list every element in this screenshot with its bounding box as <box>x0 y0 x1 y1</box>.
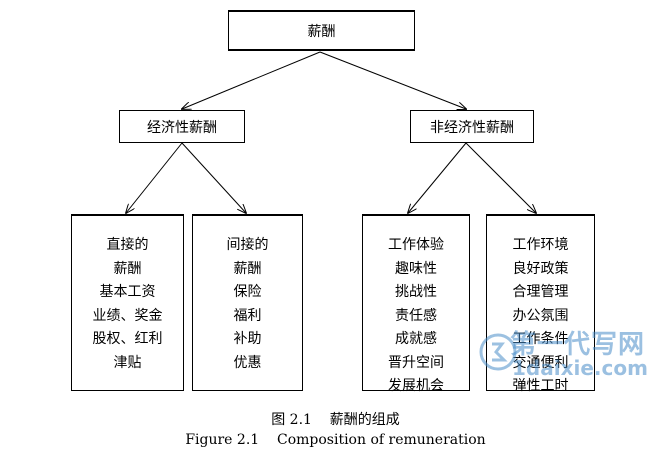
root-label: 薪酬 <box>307 23 336 40</box>
work-environment-item: 工作条件 <box>512 331 569 347</box>
work-experience-item: 工作体验 <box>388 237 444 253</box>
work-environment-item: 良好政策 <box>512 260 569 277</box>
arrow-economic-to-indirect <box>181 142 246 213</box>
work-experience-item: 成就感 <box>395 331 437 347</box>
work-experience-item: 发展机会 <box>388 378 444 394</box>
arrow-economic-to-direct <box>126 142 183 213</box>
work-experience-item: 趣味性 <box>395 260 437 277</box>
work-environment-item: 弹性工时 <box>512 378 569 394</box>
caption-cn: 图 2.1 薪酬的组成 <box>271 412 400 428</box>
work-environment-item: 工作环境 <box>512 237 569 253</box>
direct-pay-item: 直接的 <box>106 237 149 253</box>
work-experience-item: 责任感 <box>395 307 437 324</box>
direct-pay-item: 薪酬 <box>113 260 142 277</box>
work-environment-item: 办公氛围 <box>512 307 569 324</box>
economic-node: 经济性薪酬 <box>119 110 245 143</box>
direct-pay-item: 股权、红利 <box>92 331 163 347</box>
indirect-pay-item: 间接的 <box>226 237 269 253</box>
work-environment-item: 合理管理 <box>512 284 569 300</box>
economic-label: 经济性薪酬 <box>147 119 217 136</box>
noneconomic-node: 非经济性薪酬 <box>410 110 534 143</box>
arrow-noneconomic-to-environment <box>465 142 536 213</box>
root-node: 薪酬 <box>228 10 415 51</box>
direct-pay-node: 直接的 薪酬 基本工资 业绩、奖金 股权、红利 津贴 <box>71 214 184 391</box>
arrow-root-to-economic <box>182 51 321 109</box>
indirect-pay-item: 薪酬 <box>233 260 262 277</box>
direct-pay-item: 津贴 <box>113 354 142 371</box>
caption-en: Figure 2.1 Composition of remuneration <box>185 432 486 448</box>
indirect-pay-item: 福利 <box>233 307 262 324</box>
work-experience-node: 工作体验 趣味性 挑战性 责任感 成就感 晋升空间 发展机会 <box>362 214 470 394</box>
direct-pay-item: 基本工资 <box>99 284 156 300</box>
work-experience-item: 晋升空间 <box>388 354 444 371</box>
work-environment-node: 工作环境 良好政策 合理管理 办公氛围 工作条件 交通便利 弹性工时 <box>486 214 595 394</box>
indirect-pay-item: 补助 <box>233 331 262 347</box>
work-environment-item: 交通便利 <box>512 354 569 371</box>
work-experience-item: 挑战性 <box>395 284 437 300</box>
indirect-pay-item: 保险 <box>233 284 262 300</box>
direct-pay-item: 业绩、奖金 <box>92 307 163 324</box>
indirect-pay-item: 优惠 <box>233 354 262 371</box>
arrow-noneconomic-to-experience <box>408 142 467 213</box>
indirect-pay-node: 间接的 薪酬 保险 福利 补助 优惠 <box>192 214 303 391</box>
noneconomic-label: 非经济性薪酬 <box>430 119 514 136</box>
arrow-root-to-noneconomic <box>319 51 466 109</box>
